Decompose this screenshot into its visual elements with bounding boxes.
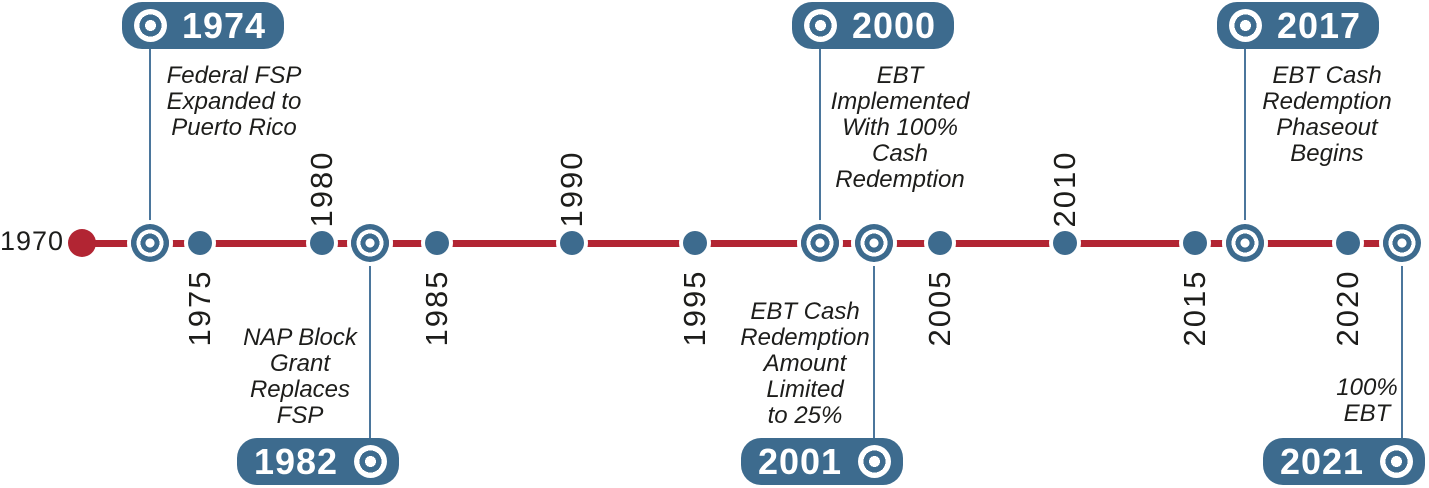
event-description-line: Grant	[269, 350, 331, 377]
event-description-line: 100%	[1336, 374, 1398, 401]
timeline-start-dot	[68, 229, 96, 257]
event-description-line: Begins	[1290, 140, 1364, 167]
event-badge-1974: 1974	[121, 2, 284, 49]
event-description-line: Redemption	[835, 166, 965, 193]
badge-bullseye-icon	[857, 445, 891, 478]
event-description-line: Cash	[871, 140, 929, 167]
tick-dot-1980	[310, 231, 334, 255]
badge-year-label: 2021	[1279, 440, 1365, 482]
event-description-line: Amount	[763, 350, 847, 377]
event-connector-2017	[1244, 46, 1246, 243]
tick-dot-1995	[683, 231, 707, 255]
event-description-line: Redemption	[740, 324, 870, 351]
event-description-line: EBT Cash	[750, 298, 860, 325]
tick-year-label-2005: 2005	[922, 269, 957, 347]
tick-year-label-2015: 2015	[1177, 269, 1212, 347]
event-description-line: EBT	[1343, 400, 1391, 427]
event-badge-2021: 2021	[1262, 438, 1425, 485]
event-badge-1982: 1982	[236, 438, 399, 485]
badge-bullseye-icon	[353, 445, 387, 478]
event-connector-2021	[1401, 243, 1403, 439]
event-description-line: Implemented	[830, 88, 970, 115]
event-description-2021: 100%EBT	[1302, 375, 1429, 427]
event-marker-bullseye-icon-1982	[351, 224, 389, 262]
event-description-line: EBT	[876, 62, 924, 89]
badge-year-label: 2001	[757, 440, 843, 482]
event-description-line: Expanded to	[166, 88, 302, 115]
tick-dot-1985	[425, 231, 449, 255]
tick-dot-1990	[560, 231, 584, 255]
badge-bullseye-icon	[1228, 9, 1262, 42]
event-marker-bullseye-icon-2000	[801, 224, 839, 262]
event-description-line: Redemption	[1262, 88, 1392, 115]
event-description-line: to 25%	[767, 402, 843, 429]
badge-bullseye-icon	[803, 9, 837, 42]
event-description-line: With 100%	[842, 114, 958, 141]
event-description-line: EBT Cash	[1272, 62, 1382, 89]
event-description-line: Replaces	[249, 376, 351, 403]
event-description-line: Phaseout	[1276, 114, 1378, 141]
event-connector-1982	[369, 243, 371, 439]
event-marker-bullseye-icon-2017	[1226, 224, 1264, 262]
event-connector-2000	[819, 46, 821, 243]
tick-year-label-2010: 2010	[1047, 150, 1082, 228]
event-marker-bullseye-icon-2021	[1383, 224, 1421, 262]
event-description-line: NAP Block	[243, 324, 357, 351]
event-marker-bullseye-icon-1974	[131, 224, 169, 262]
tick-dot-1975	[188, 231, 212, 255]
tick-dot-2005	[928, 231, 952, 255]
event-description-line: Puerto Rico	[171, 114, 297, 141]
badge-bullseye-icon	[1379, 445, 1413, 478]
badge-year-label: 1974	[181, 4, 267, 46]
tick-dot-2020	[1336, 231, 1360, 255]
event-description-line: FSP	[276, 402, 324, 429]
event-description-line: Federal FSP	[166, 62, 302, 89]
badge-bullseye-icon	[133, 9, 167, 42]
tick-year-label-1980: 1980	[304, 150, 339, 228]
badge-year-label: 2017	[1276, 4, 1362, 46]
event-badge-2001: 2001	[740, 438, 903, 485]
badge-year-label: 1982	[253, 440, 339, 482]
timeline-axis-line	[82, 239, 1402, 247]
tick-dot-2015	[1183, 231, 1207, 255]
start-year-label: 1970	[0, 226, 65, 256]
event-badge-2017: 2017	[1216, 2, 1379, 49]
event-connector-2001	[873, 243, 875, 439]
event-connector-1974	[149, 46, 151, 243]
tick-year-label-1990: 1990	[554, 150, 589, 228]
tick-year-label-2020: 2020	[1330, 269, 1365, 347]
tick-dot-2010	[1053, 231, 1077, 255]
tick-year-label-1985: 1985	[419, 269, 454, 347]
event-marker-bullseye-icon-2001	[855, 224, 893, 262]
event-badge-2000: 2000	[791, 2, 954, 49]
badge-year-label: 2000	[851, 4, 937, 46]
event-description-line: Limited	[766, 376, 844, 403]
